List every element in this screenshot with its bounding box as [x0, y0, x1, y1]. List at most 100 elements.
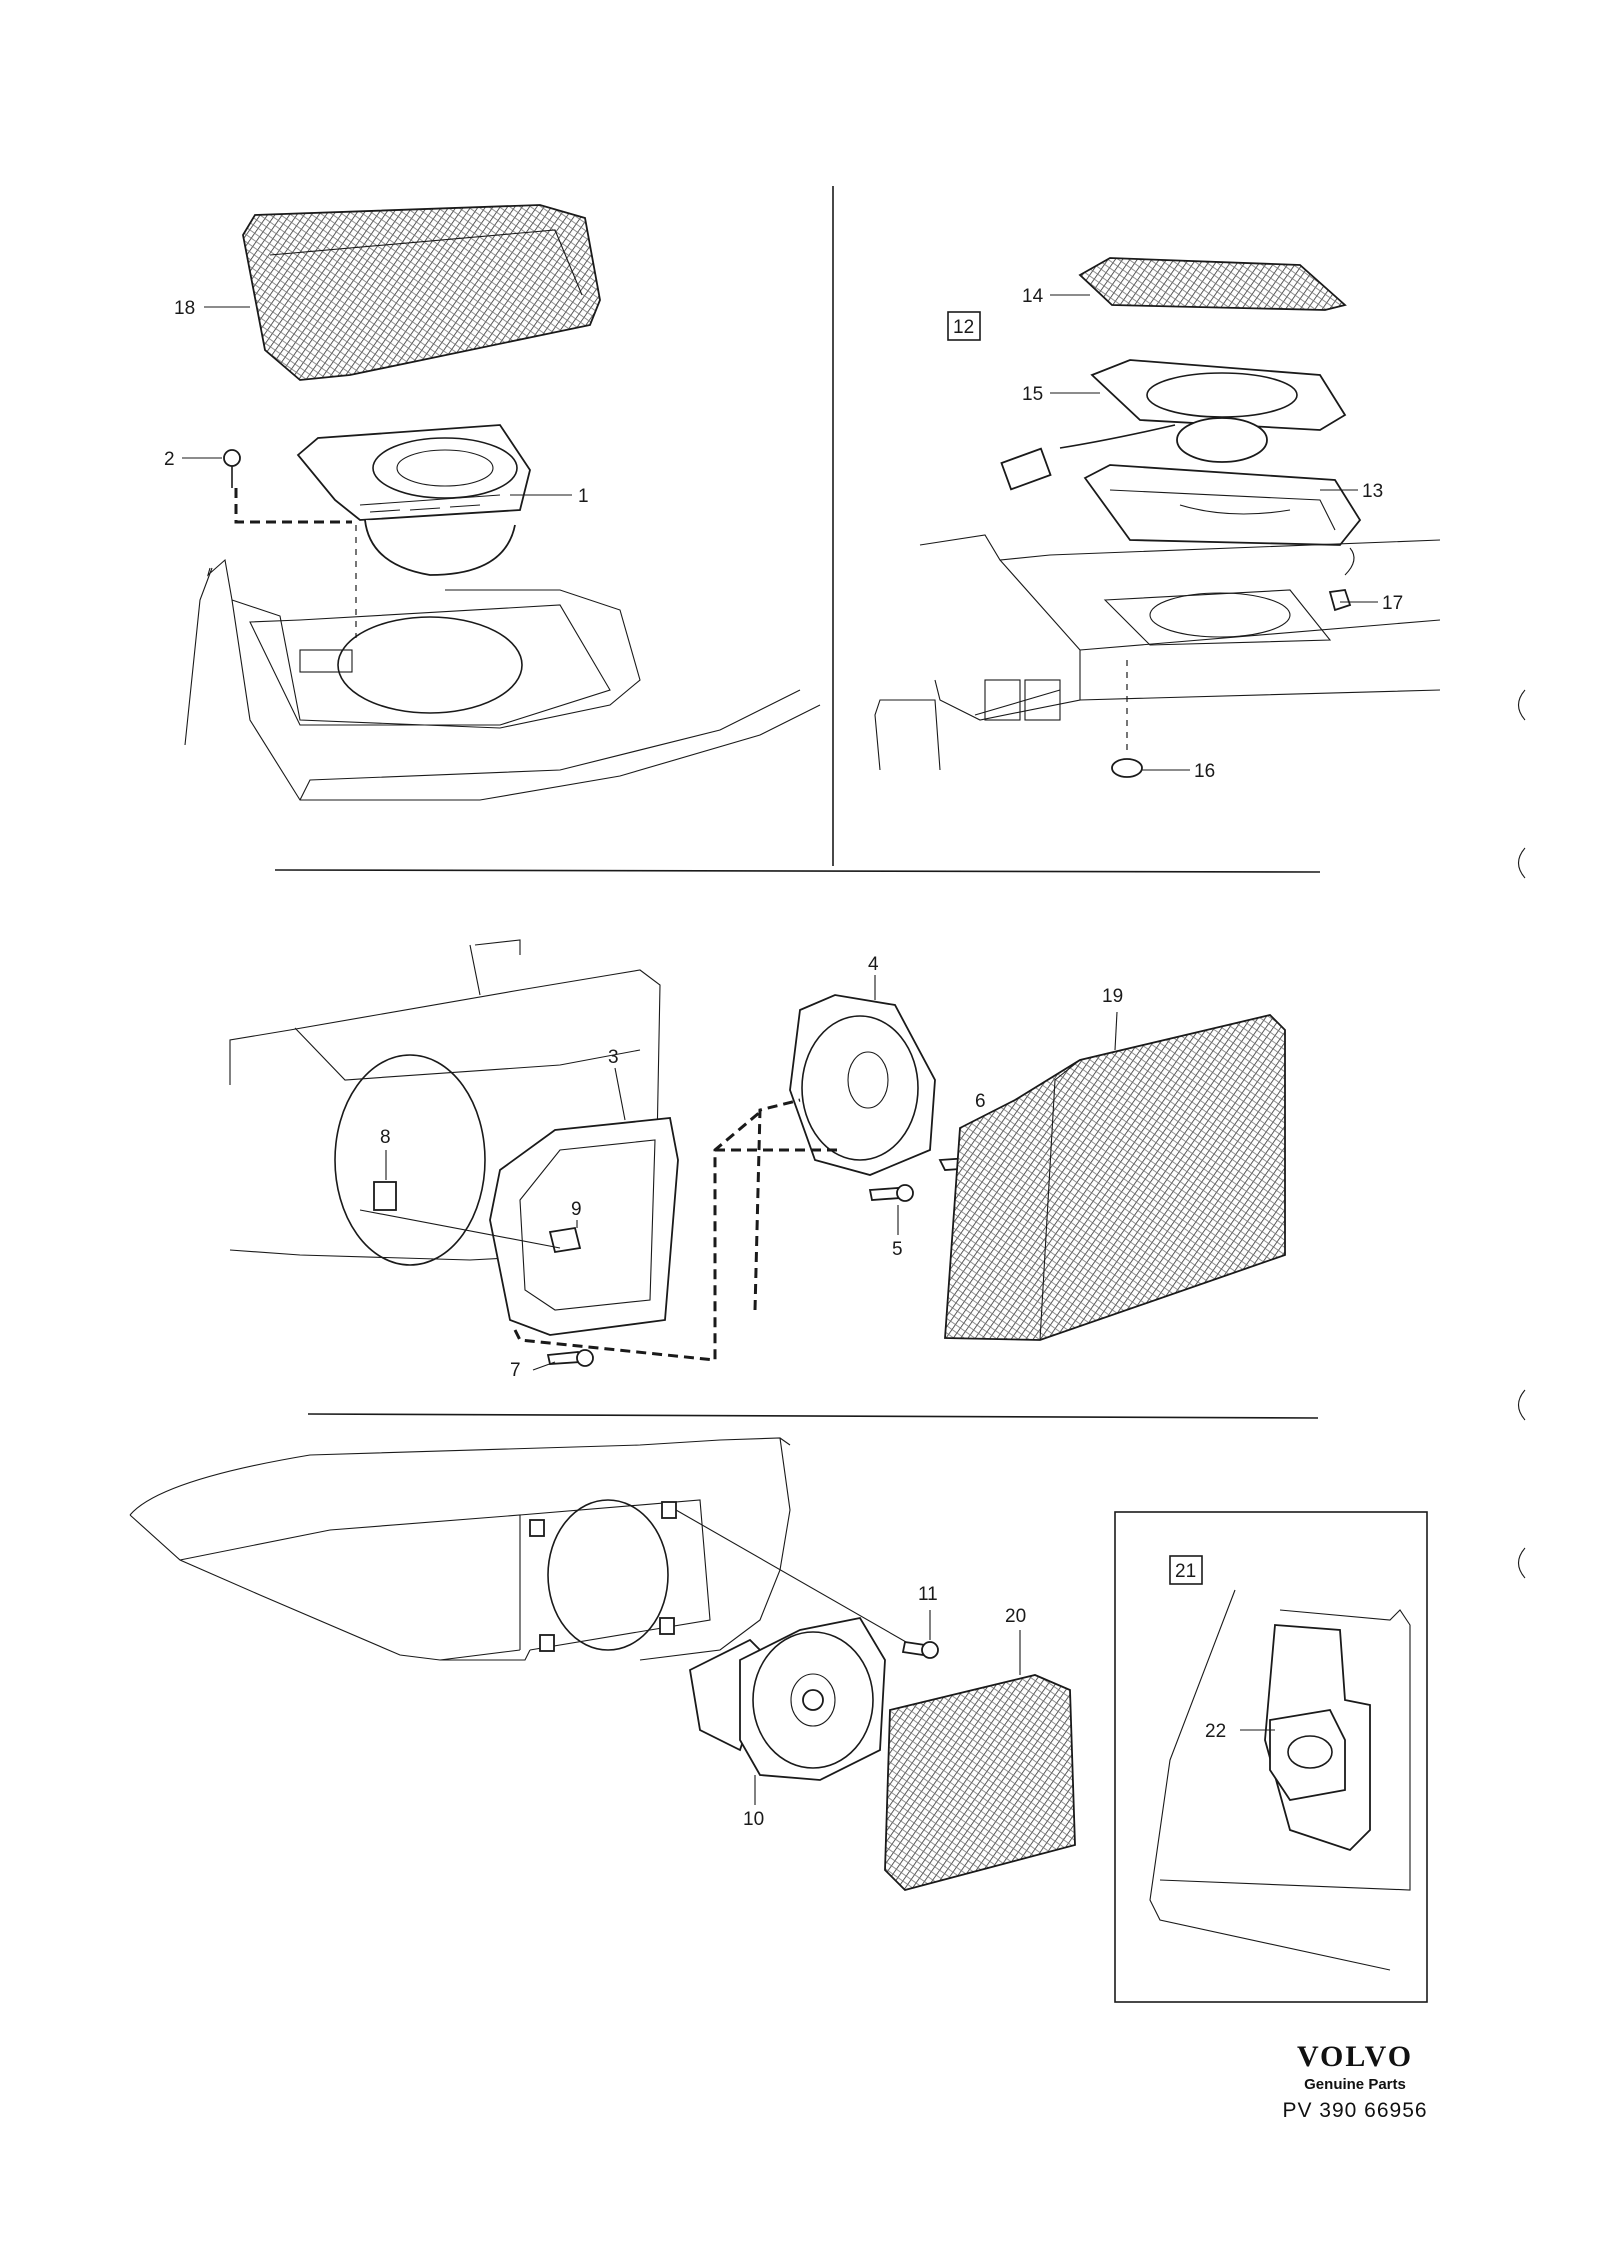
- connector-15: [1000, 447, 1052, 491]
- callout-20: 20: [1005, 1606, 1026, 1627]
- speaker-frame-1: [296, 424, 531, 521]
- callout-22: 22: [1205, 1721, 1226, 1742]
- section-top-left: [182, 204, 821, 801]
- mount-clip-a: [529, 1519, 545, 1537]
- box-label-21-frame: [1169, 1555, 1203, 1585]
- section-dividers: [274, 186, 1321, 1419]
- callout-2: 2: [164, 449, 175, 470]
- screw-11-head: [921, 1641, 939, 1659]
- leader-19: [1114, 1011, 1118, 1051]
- callout-5: 5: [892, 1239, 903, 1260]
- dash-outline: [874, 534, 1441, 771]
- leader-3: [614, 1067, 626, 1121]
- callout-19: 19: [1102, 986, 1123, 1007]
- plug-16: [1111, 758, 1143, 778]
- callout-15: 15: [1022, 384, 1043, 405]
- section-top-right: [874, 257, 1441, 778]
- screw-2: [223, 449, 241, 467]
- callout-4: 4: [868, 954, 879, 975]
- speaker-22-cone: [1287, 1735, 1333, 1769]
- speaker-frame-15: [1090, 359, 1347, 431]
- speaker-magnet-15: [1176, 417, 1268, 463]
- section-bottom: [129, 1437, 1076, 1892]
- speaker-4-dome: [847, 1051, 889, 1109]
- section-middle: [229, 939, 1286, 1371]
- grille-14: [1078, 257, 1347, 311]
- speaker-22-body: [1269, 1709, 1346, 1801]
- leader-7: [532, 1361, 556, 1371]
- mount-clip-b: [661, 1501, 677, 1519]
- door-speaker-hole: [334, 1054, 486, 1266]
- speaker-cone-1-inner: [396, 449, 494, 487]
- speaker-1-vents: [359, 494, 501, 513]
- inset-panel: [1149, 1589, 1411, 1971]
- callout-16: 16: [1194, 761, 1215, 782]
- screw-5: [868, 1187, 902, 1201]
- clip-17-wire: [1344, 547, 1355, 576]
- speaker-10-dome: [790, 1673, 836, 1727]
- inset-21: [1114, 1511, 1428, 2003]
- door-thin-guide: [359, 1209, 561, 1249]
- divider-lower: [307, 1413, 1319, 1419]
- speaker-4-cone: [801, 1015, 919, 1161]
- door-dashed-alignment: [513, 1098, 840, 1362]
- speaker-10-cap: [802, 1689, 824, 1711]
- screw-5-head: [896, 1184, 914, 1202]
- screw-2-dashed-path: [234, 488, 352, 524]
- callout-11: 11: [918, 1584, 938, 1605]
- vent-box-b: [1024, 679, 1061, 721]
- divider-upper: [274, 869, 1321, 873]
- callout-7: 7: [510, 1360, 521, 1381]
- margin-mark-c: [1517, 1389, 1526, 1421]
- inset-frame: [1114, 1511, 1428, 2003]
- bracket-13: [1083, 464, 1362, 546]
- grille-18: [242, 204, 601, 381]
- callout-17: 17: [1382, 593, 1403, 614]
- shelf-recess: [249, 604, 611, 726]
- genuine-parts-label: Genuine Parts: [1304, 2076, 1406, 2093]
- speaker-cone-15: [1146, 372, 1298, 418]
- speaker-4-frame: [789, 994, 936, 1176]
- callout-13: 13: [1362, 481, 1383, 502]
- speaker-15-wire: [1059, 424, 1176, 449]
- rear-guide-line: [675, 1509, 921, 1651]
- speaker-1-magnet: [364, 519, 516, 576]
- callout-8: 8: [380, 1127, 391, 1148]
- callout-3: 3: [608, 1047, 619, 1068]
- shelf-slot: [299, 649, 353, 673]
- callout-14: 14: [1022, 286, 1044, 307]
- speaker-10-cone: [752, 1631, 874, 1769]
- margin-mark-d: [1517, 1547, 1526, 1579]
- box-label-12-frame: [947, 311, 981, 341]
- grille-18-inner: [269, 229, 583, 296]
- mount-clip-d: [659, 1617, 675, 1635]
- nut-8: [373, 1181, 397, 1211]
- speaker-hole-top-left: [337, 616, 523, 714]
- margin-mark-a: [1517, 689, 1526, 721]
- callout-18: 18: [174, 298, 195, 319]
- clip-17: [1328, 589, 1352, 612]
- brand-block: VOLVO Genuine Parts PV 390 66956: [1255, 2040, 1455, 2123]
- speaker-hole-top-right: [1149, 592, 1291, 638]
- callout-1: 1: [578, 486, 589, 507]
- grille-19-edge: [1039, 1059, 1081, 1341]
- rear-speaker-mount: [519, 1499, 711, 1651]
- rear-door-panel: [129, 1437, 791, 1661]
- bracket-13-inner: [1109, 489, 1336, 531]
- shelf-panel: [184, 558, 821, 801]
- callout-labels: 18 2 1 14 15 13 17 16 3 4 19 6 8 9 5 7 1…: [164, 286, 1403, 1830]
- rear-speaker-hole: [547, 1499, 669, 1651]
- clip-9: [548, 1226, 582, 1254]
- volvo-logo: VOLVO: [1296, 2040, 1414, 2073]
- box-label-12: 12: [953, 317, 974, 338]
- margin-marks: [1517, 689, 1526, 1579]
- callout-9: 9: [571, 1199, 582, 1220]
- screw-7-head: [576, 1349, 594, 1367]
- callout-10: 10: [743, 1809, 764, 1830]
- grille-19: [944, 1014, 1286, 1341]
- speaker-cone-1: [372, 437, 518, 499]
- margin-mark-b: [1517, 847, 1526, 879]
- vent-box-a: [984, 679, 1021, 721]
- adapter-frame-3-inner: [519, 1139, 656, 1311]
